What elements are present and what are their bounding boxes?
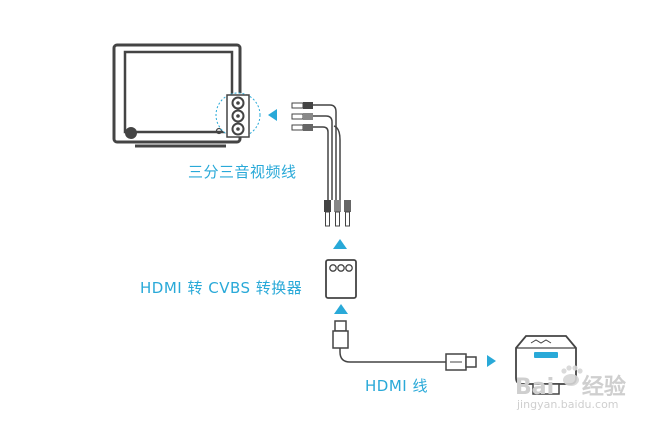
av-cable-label: 三分三音视频线 [188, 163, 297, 181]
rca-plugs-converter-side [324, 200, 351, 227]
hdmi-cable [339, 348, 446, 363]
hdmi-cable-label: HDMI 线 [365, 377, 428, 395]
av-cable [313, 104, 341, 200]
watermark-brand-suffix: 经验 [581, 375, 626, 400]
av-ports [226, 94, 250, 138]
hdmi-cvbs-converter [325, 259, 357, 299]
arrow-to-tv-icon [268, 109, 277, 121]
rca-plugs-tv-side [291, 102, 313, 131]
watermark-url: jingyan.baidu.com [517, 398, 619, 411]
tv-indicator [215, 127, 223, 135]
baidu-paw-icon [561, 365, 583, 386]
hdmi-plug-converter-side [332, 320, 349, 349]
watermark-brand: Bai 经验 [515, 369, 626, 401]
arrow-up-to-converter-icon [334, 304, 348, 314]
arrow-up-to-av-cable-icon [333, 239, 347, 249]
converter-label: HDMI 转 CVBS 转换器 [140, 279, 303, 297]
watermark-brand-text: Bai [515, 375, 555, 400]
tv-power-knob [125, 127, 137, 139]
hdmi-plug-device-side [445, 353, 477, 371]
arrow-to-device-icon [487, 355, 496, 367]
